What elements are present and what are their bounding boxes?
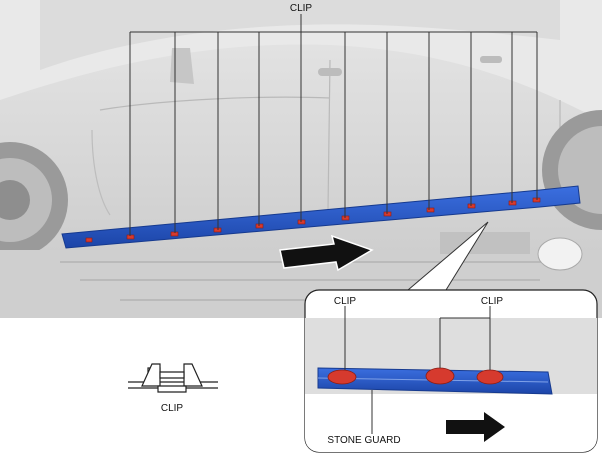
detail-clips (327, 367, 504, 385)
clip-marker (426, 207, 435, 213)
clip-symbol-label: CLIP (161, 403, 184, 414)
clip-leaders (129, 14, 538, 236)
detail-clip-middle (425, 367, 455, 385)
inset-clip-right-label: CLIP (481, 296, 504, 307)
top-clip-label: CLIP (290, 3, 313, 14)
stone-guard (61, 185, 581, 249)
detail-clip-left (327, 369, 357, 385)
direction-arrow-icon (279, 234, 374, 272)
direction-arrow-icon (446, 412, 505, 442)
clip-symbol-icon (128, 363, 218, 393)
stone-guard-label: STONE GUARD (327, 435, 400, 446)
front-wheel (0, 142, 68, 258)
inset-clip-left-label: CLIP (334, 296, 357, 307)
detail-clip-right (476, 369, 504, 385)
detail-inset: CLIP CLIP STONE GUARD (304, 289, 598, 453)
clip-marker (85, 237, 93, 243)
